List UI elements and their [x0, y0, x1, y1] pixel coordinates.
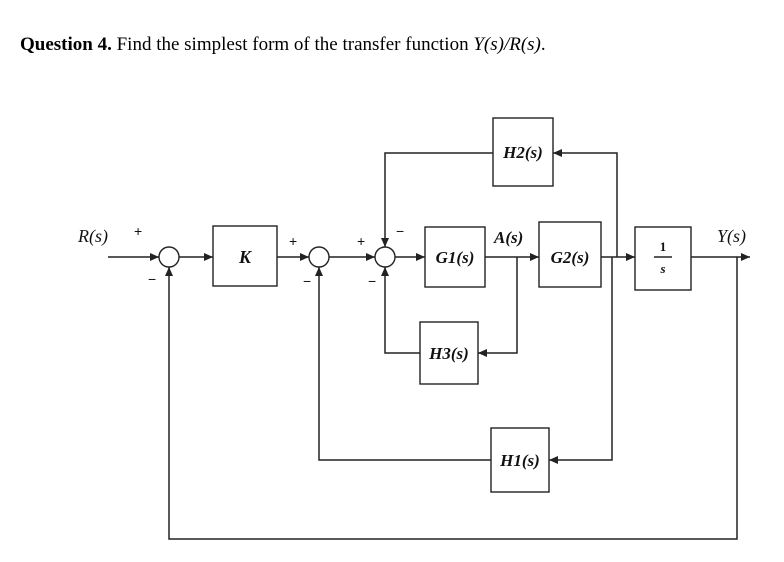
- block-k-label: K: [238, 247, 253, 267]
- arrow-unity-into-sj1: [165, 267, 173, 276]
- block-h1: H1(s): [490, 427, 550, 493]
- sj1-left-sign: +: [134, 223, 142, 239]
- block-h2-label: H2(s): [502, 143, 543, 162]
- output-signal-label: Y(s): [717, 226, 746, 247]
- arrow-h3-into-sj3: [381, 267, 389, 276]
- block-h1-label: H1(s): [499, 451, 540, 470]
- arrow-output: [741, 253, 750, 261]
- sj3-bottom-sign: −: [368, 273, 376, 289]
- wire-h3-feedback-out: [384, 267, 420, 354]
- arrow-into-integrator: [626, 253, 635, 261]
- arrow-into-g1: [416, 253, 425, 261]
- question-text: Question 4. Find the simplest form of th…: [20, 34, 546, 56]
- wire-unity-feedback: [168, 257, 738, 540]
- block-h3: H3(s): [419, 321, 479, 385]
- arrow-into-h2: [553, 149, 562, 157]
- arrow-h1-into-sj2: [315, 267, 323, 276]
- arrow-into-g2: [530, 253, 539, 261]
- wire-h2-feedback-out: [384, 152, 493, 247]
- question-period: .: [540, 34, 546, 55]
- arrow-into-sj1: [150, 253, 159, 261]
- arrow-into-k: [204, 253, 213, 261]
- block-h3-label: H3(s): [428, 344, 469, 363]
- sj1-bottom-sign: −: [148, 271, 156, 287]
- integrator-denominator: s: [659, 261, 665, 276]
- question-prompt: Find the simplest form of the transfer f…: [116, 34, 469, 55]
- wire-h1-feedback-out: [318, 267, 491, 461]
- block-g1: G1(s): [424, 226, 486, 288]
- block-integrator: 1 s: [634, 226, 692, 291]
- question-number: Question 4.: [20, 34, 112, 55]
- arrow-into-h1: [549, 456, 558, 464]
- block-k: K: [212, 225, 278, 287]
- signal-a-label: A(s): [493, 228, 523, 247]
- sj3-left-sign: +: [357, 233, 365, 249]
- block-g2-label: G2(s): [551, 248, 590, 267]
- arrow-into-sj3: [366, 253, 375, 261]
- input-signal-label: R(s): [77, 226, 108, 247]
- block-h2: H2(s): [492, 117, 554, 187]
- wire-h1-feedback-in: [549, 257, 613, 461]
- arrow-into-sj2: [300, 253, 309, 261]
- integrator-numerator: 1: [660, 239, 667, 254]
- block-g2: G2(s): [538, 221, 602, 288]
- summing-junction-3: [374, 246, 396, 268]
- sj3-top-sign: −: [396, 223, 404, 239]
- sj2-bottom-sign: −: [303, 273, 311, 289]
- transfer-function-expression: Y(s)/R(s): [473, 34, 541, 55]
- sj2-left-sign: +: [289, 233, 297, 249]
- wire-h3-feedback-in: [478, 257, 518, 354]
- wire-h2-feedback-in: [553, 152, 618, 257]
- summing-junction-1: [158, 246, 180, 268]
- arrow-h2-into-sj3: [381, 238, 389, 247]
- summing-junction-2: [308, 246, 330, 268]
- arrow-into-h3: [478, 349, 487, 357]
- block-g1-label: G1(s): [436, 248, 475, 267]
